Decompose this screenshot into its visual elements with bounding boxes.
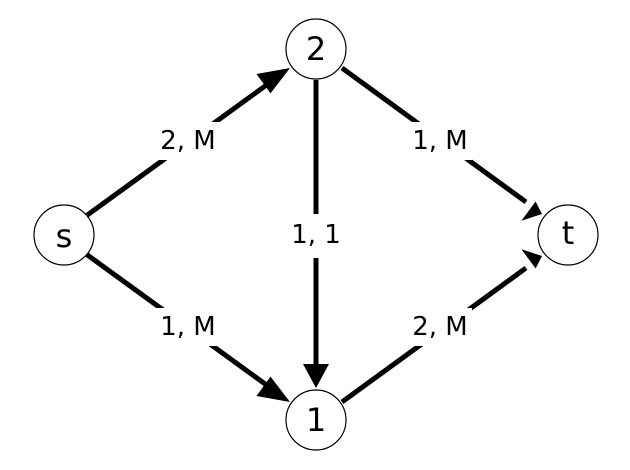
edge-label-2-1: 1, 1 xyxy=(284,214,348,258)
node-s-label: s xyxy=(56,217,73,255)
node-2: 2 xyxy=(285,18,347,80)
node-2-label: 2 xyxy=(306,30,326,68)
node-1: 1 xyxy=(285,389,347,451)
edge-label-s-2: 2, M xyxy=(156,122,220,160)
node-t: t xyxy=(537,204,599,266)
edge-label-s-2-text: 2, M xyxy=(160,126,216,156)
edge-label-2-1-text: 1, 1 xyxy=(291,220,341,250)
edge-label-2-t-text: 1, M xyxy=(412,126,468,156)
edge-label-2-t: 1, M xyxy=(408,122,472,160)
node-1-label: 1 xyxy=(306,401,326,439)
edge-label-s-1-text: 1, M xyxy=(160,312,216,342)
edge-label-s-1: 1, M xyxy=(156,308,220,346)
node-s: s xyxy=(33,204,95,266)
node-t-label: t xyxy=(562,214,575,252)
edge-label-1-t: 2, M xyxy=(408,308,472,346)
edge-label-1-t-text: 2, M xyxy=(412,312,468,342)
